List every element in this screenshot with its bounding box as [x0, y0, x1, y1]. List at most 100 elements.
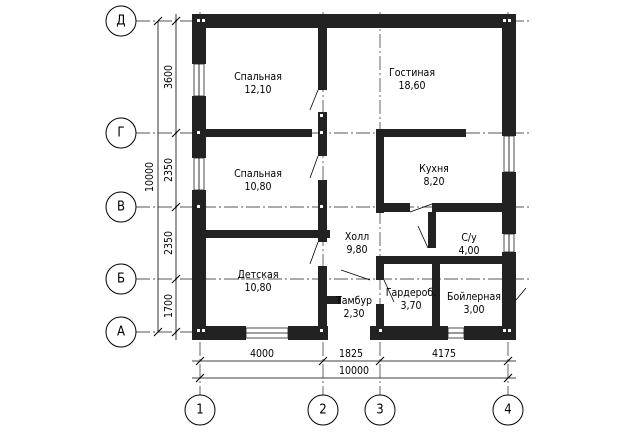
wall-bath-left — [428, 212, 436, 248]
door-bedroom2 — [309, 155, 319, 179]
marker — [320, 114, 323, 117]
room-name: Кухня — [419, 163, 449, 175]
room-area: 8,20 — [423, 176, 444, 188]
dim-vertical-segment: 2350 — [163, 158, 175, 182]
row-axis-markers: Д Г В Б А — [105, 5, 137, 348]
dim-tick — [153, 16, 163, 26]
axis-bubble-v — [105, 191, 137, 223]
outer-wall-bottom-left — [192, 326, 246, 340]
horizontal-dimensions: 4000 1825 4175 10000 — [192, 348, 516, 383]
room-area: 9,80 — [346, 244, 367, 256]
wall-axis2-lower — [318, 180, 327, 242]
axis-label-b: Б — [117, 272, 125, 287]
outer-wall-left-top — [192, 14, 206, 64]
wall-axis2-top — [318, 28, 327, 90]
marker — [508, 19, 511, 22]
axis-label-3: 3 — [376, 403, 383, 418]
dim-tick — [171, 128, 181, 138]
axis-label-2: 2 — [319, 403, 326, 418]
door-kids — [309, 241, 319, 265]
outer-wall-top — [192, 14, 516, 28]
axis-label-d: Д — [116, 14, 125, 29]
room-labels: Спальная 12,10 Гостиная 18,60 Спальная 1… — [234, 67, 501, 320]
room-area: 18,60 — [398, 80, 425, 92]
wall-bath-bottom — [436, 256, 502, 264]
door-vestibule — [340, 269, 371, 281]
column-axis-markers: 1 2 3 4 — [184, 394, 524, 426]
axis-bubble-2 — [307, 394, 339, 426]
wall-vestibule-stub — [327, 296, 341, 304]
marker — [320, 329, 323, 332]
door-bedroom1 — [309, 89, 319, 111]
marker — [197, 19, 200, 22]
wall-living-kitchen — [376, 129, 466, 137]
marker — [202, 329, 205, 332]
axis-bubble-a — [105, 316, 137, 348]
wall-kitchen-bottom-right — [432, 203, 502, 212]
dim-tick — [195, 373, 205, 383]
room-name: Детская — [237, 269, 278, 281]
outer-wall-bottom-right — [370, 326, 448, 340]
room-name: Спальная — [234, 71, 282, 83]
dim-tick — [171, 274, 181, 284]
vertical-dimensions: 10000 3600 2350 2350 1700 — [144, 14, 181, 340]
dim-tick — [153, 327, 163, 337]
axis-bubble-d — [105, 5, 137, 37]
room-area: 3,00 — [463, 304, 484, 316]
marker — [503, 19, 506, 22]
dim-tick — [171, 16, 181, 26]
column-markers — [197, 19, 511, 332]
door-bath — [417, 225, 429, 249]
dim-tick — [318, 356, 328, 366]
dim-horizontal-segment: 1825 — [339, 348, 363, 360]
dim-tick — [171, 202, 181, 212]
room-name: Гардероб. — [386, 287, 437, 299]
room-area: 10,80 — [244, 181, 271, 193]
wall-bedroom2-bottom — [206, 230, 330, 238]
room-name: Спальная — [234, 168, 282, 180]
wall-kitchen-bottom-left — [384, 203, 410, 212]
marker — [503, 329, 506, 332]
doors — [309, 89, 527, 303]
marker — [202, 19, 205, 22]
room-name: С/у — [461, 232, 477, 244]
room-name: Бойлерная — [447, 291, 501, 303]
axis-bubble-4 — [492, 394, 524, 426]
door-boiler — [515, 287, 527, 301]
dim-vertical-segment: 2350 — [163, 231, 175, 255]
wall-wardrobe-left-low — [376, 304, 384, 326]
wall-wardrobe-left — [376, 256, 384, 280]
room-name: Холл — [345, 231, 369, 243]
axis-label-g: Г — [117, 126, 124, 141]
dim-tick — [375, 356, 385, 366]
axis-label-4: 4 — [504, 403, 511, 418]
marker — [320, 205, 323, 208]
dim-horizontal-segment: 4175 — [432, 348, 456, 360]
axis-bubble-1 — [184, 394, 216, 426]
axis-label-a: А — [117, 325, 125, 340]
outer-wall-right-top — [502, 14, 516, 136]
marker — [197, 205, 200, 208]
axis-label-v: В — [117, 200, 125, 215]
dim-vertical-total: 10000 — [144, 162, 156, 192]
dim-tick — [503, 373, 513, 383]
dim-tick — [171, 327, 181, 337]
dim-tick — [503, 356, 513, 366]
windows — [193, 63, 515, 339]
marker — [320, 131, 323, 134]
room-area: 12,10 — [244, 84, 271, 96]
door-kitchen — [409, 203, 433, 213]
wall-axis2-bottom — [318, 266, 327, 326]
axis-bubble-b — [105, 263, 137, 295]
marker — [508, 329, 511, 332]
room-area: 2,30 — [343, 308, 364, 320]
dim-horizontal-total: 10000 — [339, 365, 369, 377]
axis-label-1: 1 — [196, 403, 203, 418]
outer-wall-right-mid — [502, 172, 516, 234]
room-area: 4,00 — [458, 245, 479, 257]
outer-wall-right-bottom — [502, 252, 516, 340]
outer-wall-left-bottom — [192, 190, 206, 340]
wall-kitchen-left — [376, 129, 384, 213]
dim-tick — [195, 356, 205, 366]
